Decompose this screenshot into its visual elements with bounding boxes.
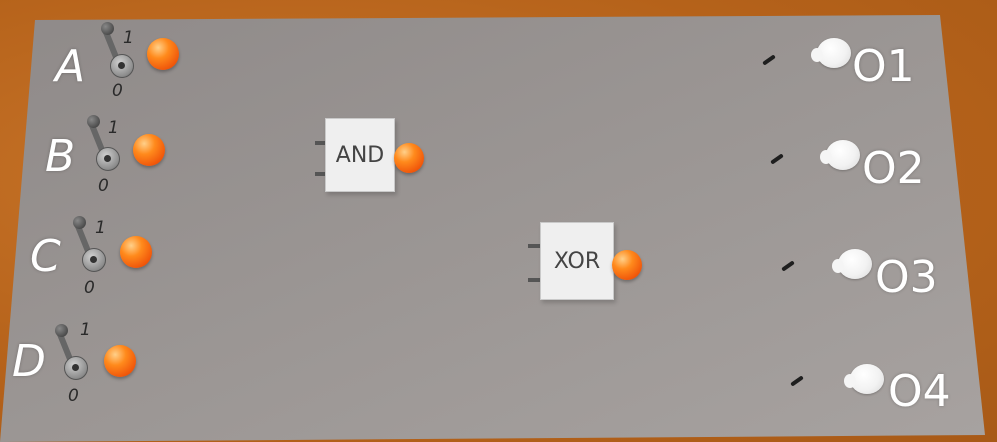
input-label-c: C	[30, 231, 61, 282]
input-c-toggle-switch[interactable]	[72, 216, 112, 276]
input-c-high-tick: 1	[95, 218, 106, 238]
input-a-lamp	[147, 38, 179, 70]
input-a-high-tick: 1	[123, 28, 134, 48]
xor-gate-output-lamp	[612, 250, 642, 280]
input-b-toggle-switch[interactable]	[86, 115, 126, 175]
input-b-high-tick: 1	[108, 118, 119, 138]
and-gate[interactable]: AND	[325, 118, 395, 192]
xor-gate-input-pin-1[interactable]	[528, 244, 540, 248]
input-d-low-tick: 0	[68, 386, 79, 406]
input-d-toggle-switch[interactable]	[54, 324, 94, 384]
and-gate-input-pin-2[interactable]	[315, 172, 327, 176]
and-gate-input-pin-1[interactable]	[315, 141, 327, 145]
xor-gate-label: XOR	[553, 248, 601, 274]
input-label-d: D	[12, 336, 46, 387]
and-gate-label: AND	[335, 142, 385, 168]
input-d-lamp	[104, 345, 136, 377]
output-label-o2: O2	[862, 143, 925, 194]
input-c-lamp	[120, 236, 152, 268]
and-gate-output-lamp	[394, 143, 424, 173]
input-a-toggle-switch[interactable]	[100, 22, 140, 82]
output-label-o4: O4	[888, 366, 951, 417]
input-b-low-tick: 0	[98, 176, 109, 196]
output-o1-lamp	[811, 38, 851, 68]
output-o2-lamp	[820, 140, 860, 170]
input-c-low-tick: 0	[84, 278, 95, 298]
output-label-o3: O3	[875, 252, 938, 303]
input-b-lamp	[133, 134, 165, 166]
output-o4-lamp	[844, 364, 884, 394]
xor-gate[interactable]: XOR	[540, 222, 614, 300]
output-o3-lamp	[832, 249, 872, 279]
input-d-high-tick: 1	[80, 320, 91, 340]
input-label-a: A	[55, 41, 86, 92]
input-a-low-tick: 0	[112, 81, 123, 101]
input-label-b: B	[45, 131, 76, 182]
xor-gate-input-pin-2[interactable]	[528, 278, 540, 282]
output-label-o1: O1	[852, 41, 915, 92]
